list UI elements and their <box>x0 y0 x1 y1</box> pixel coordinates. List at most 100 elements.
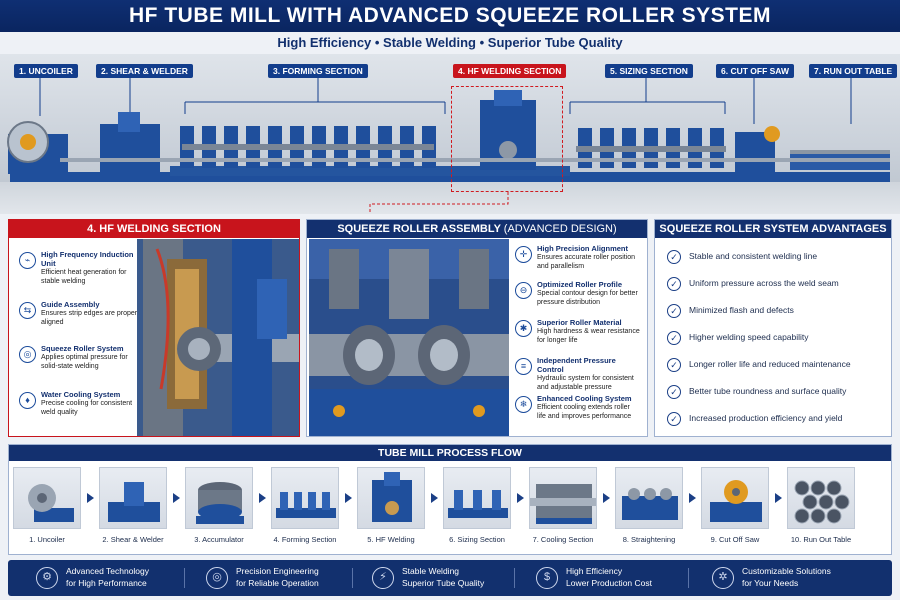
stage-label-run-out-table: 7. RUN OUT TABLE <box>809 64 898 78</box>
water-drop-icon: ♦ <box>19 392 36 409</box>
feature-water-cooling: ♦ Water Cooling System Precise cooling f… <box>19 390 144 417</box>
flow-arrow-icon <box>689 493 696 503</box>
flow-step-label: 4. Forming Section <box>273 535 337 544</box>
feature-roller-profile: ⊖ Optimized Roller Profile Special conto… <box>515 280 640 307</box>
feature-title: High Frequency Induction Unit <box>41 250 134 268</box>
feature-squeeze-roller: ◎ Squeeze Roller System Applies optimal … <box>19 344 144 371</box>
stage-label-cut-off-saw: 6. CUT OFF SAW <box>716 64 794 78</box>
check-icon: ✓ <box>667 385 681 399</box>
hf-welding-highlight-box <box>451 86 563 192</box>
feature-title: Enhanced Cooling System <box>537 394 632 403</box>
advantage-text: Higher welding speed capability <box>689 332 809 342</box>
advantage-text: Increased production efficiency and yiel… <box>689 413 843 423</box>
advantage-text: Better tube roundness and surface qualit… <box>689 386 847 396</box>
hf-welding-panel: 4. HF WELDING SECTION ⌁ High Frequency I… <box>8 219 300 437</box>
factory-floor <box>0 182 900 214</box>
crosshair-icon: ✛ <box>515 246 532 263</box>
check-icon: ✓ <box>667 304 681 318</box>
check-icon: ✓ <box>667 412 681 426</box>
roller-icon: ◎ <box>19 346 36 363</box>
feature-precision-alignment: ✛ High Precision Alignment Ensures accur… <box>515 244 640 271</box>
stage-label-shear-welder: 2. SHEAR & WELDER <box>96 64 193 78</box>
feature-title: Water Cooling System <box>41 390 121 399</box>
flow-arrow-icon <box>517 493 524 503</box>
hf-welding-photo-graphic <box>137 239 299 436</box>
feature-title: Independent Pressure Control <box>537 356 616 374</box>
page-title: HF TUBE MILL WITH ADVANCED SQUEEZE ROLLE… <box>129 4 771 27</box>
footer-line2: Superior Tube Quality <box>402 578 485 588</box>
straightening-thumbnail <box>615 467 683 529</box>
flow-step-shear-welder: 2. Shear & Welder <box>99 467 167 544</box>
flow-step-accumulator: 3. Accumulator <box>185 467 253 544</box>
advantage-text: Stable and consistent welding line <box>689 251 818 261</box>
flow-step-uncoiler: 1. Uncoiler <box>13 467 81 544</box>
check-icon: ✓ <box>667 358 681 372</box>
hydraulic-icon: ≡ <box>515 358 532 375</box>
flow-arrow-icon <box>431 493 438 503</box>
uncoiler-thumbnail <box>13 467 81 529</box>
flow-step-label: 3. Accumulator <box>194 535 244 544</box>
hand-coin-icon: $ <box>536 567 558 589</box>
feature-enhanced-cooling: ❄ Enhanced Cooling System Efficient cool… <box>515 394 640 421</box>
check-icon: ✓ <box>667 277 681 291</box>
flow-step-run-out-table: 10. Run Out Table <box>787 467 855 544</box>
flow-step-label: 8. Straightening <box>622 535 676 544</box>
flow-step-cut-off-saw: 9. Cut Off Saw <box>701 467 769 544</box>
stage-label-forming: 3. FORMING SECTION <box>268 64 368 78</box>
assembly-title-suffix: (ADVANCED DESIGN) <box>503 223 617 235</box>
guide-icon: ⇆ <box>19 302 36 319</box>
flow-step-label: 9. Cut Off Saw <box>710 535 760 544</box>
flow-arrow-icon <box>775 493 782 503</box>
footer-line2: for Reliable Operation <box>236 578 319 588</box>
feature-desc: Applies optimal pressure for solid-state… <box>41 354 128 370</box>
footer-line1: Advanced Technology <box>66 566 150 576</box>
feature-hf-induction: ⌁ High Frequency Induction Unit Efficien… <box>19 250 144 286</box>
feature-desc: Hydraulic system for consistent and adju… <box>537 375 634 391</box>
check-icon: ✓ <box>667 250 681 264</box>
flow-step-label: 2. Shear & Welder <box>102 535 164 544</box>
feature-title: High Precision Alignment <box>537 244 628 253</box>
advantages-panel: SQUEEZE ROLLER SYSTEM ADVANTAGES ✓ Stable… <box>654 219 892 437</box>
flow-step-straightening: 8. Straightening <box>615 467 683 544</box>
feature-title: Superior Roller Material <box>537 318 622 327</box>
gear-icon: ⚙ <box>36 567 58 589</box>
feature-desc: Special contour design for better pressu… <box>537 290 638 306</box>
feature-pressure-control: ≡ Independent Pressure Control Hydraulic… <box>515 356 640 392</box>
sizing-thumbnail <box>443 467 511 529</box>
weld-icon: ⚡ <box>372 567 394 589</box>
feature-title: Optimized Roller Profile <box>537 280 623 289</box>
footer-divider <box>688 568 689 588</box>
flow-arrow-icon <box>259 493 266 503</box>
footer-line1: Stable Welding <box>402 566 460 576</box>
forming-thumbnail <box>271 467 339 529</box>
flow-arrow-icon <box>87 493 94 503</box>
flow-arrow-icon <box>603 493 610 503</box>
hf-welding-thumbnail <box>357 467 425 529</box>
flow-step-label: 7. Cooling Section <box>532 535 594 544</box>
flow-step-forming: 4. Forming Section <box>271 467 339 544</box>
squeeze-roller-photo-graphic <box>309 239 509 436</box>
footer-line2: Lower Production Cost <box>566 578 652 588</box>
stage-label-hf-welding: 4. HF WELDING SECTION <box>453 64 567 78</box>
cut-off-saw-thumbnail <box>701 467 769 529</box>
feature-guide-assembly: ⇆ Guide Assembly Ensures strip edges are… <box>19 300 144 327</box>
advantage-text: Minimized flash and defects <box>689 305 794 315</box>
flow-arrow-icon <box>345 493 352 503</box>
feature-title: Guide Assembly <box>41 300 100 309</box>
feature-desc: Efficient heat generation for stable wel… <box>41 269 127 285</box>
hf-welding-panel-title: 4. HF WELDING SECTION <box>9 220 299 238</box>
tube-mill-machine-graphic <box>7 78 890 214</box>
squeeze-roller-photo <box>309 239 509 436</box>
squeeze-roller-assembly-panel: SQUEEZE ROLLER ASSEMBLY (ADVANCED DESIGN… <box>306 219 648 437</box>
flow-step-label: 6. Sizing Section <box>449 535 505 544</box>
cooling-icon: ❄ <box>515 396 532 413</box>
assembly-title-main: SQUEEZE ROLLER ASSEMBLY <box>337 223 501 235</box>
material-icon: ✱ <box>515 320 532 337</box>
advantage-text: Uniform pressure across the weld seam <box>689 278 839 288</box>
footer-line2: for High Performance <box>66 578 147 588</box>
footer-line2: for Your Needs <box>742 578 799 588</box>
advantages-panel-title: SQUEEZE ROLLER SYSTEM ADVANTAGES <box>655 220 891 238</box>
flow-step-hf-welding: 5. HF Welding <box>357 467 425 544</box>
advantage-text: Longer roller life and reduced maintenan… <box>689 359 851 369</box>
settings-icon: ✲ <box>712 567 734 589</box>
